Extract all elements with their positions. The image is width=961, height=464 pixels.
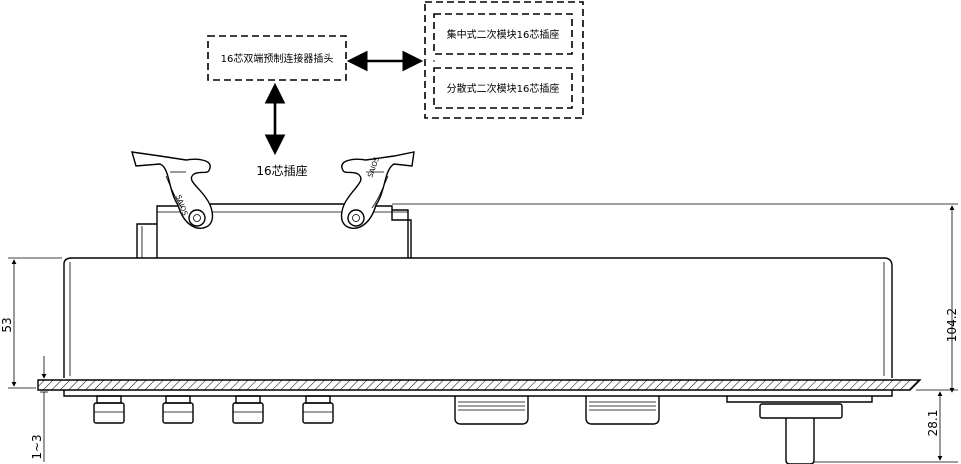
dimension-104-2: 104.2	[392, 203, 959, 393]
dimension-53: 53	[0, 257, 62, 389]
terminal-screws	[93, 395, 334, 424]
dimension-53-label: 53	[0, 317, 14, 332]
module-body	[63, 257, 893, 378]
centralized-socket-label: 集中式二次模块16芯插座	[447, 28, 560, 41]
dimension-104-2-label: 104.2	[945, 308, 959, 342]
terminal-screw	[302, 395, 334, 424]
socket-label: 16芯插座	[256, 163, 307, 178]
bottom-connector-1	[454, 396, 529, 425]
left-latch-lever: SAIOS	[131, 151, 214, 229]
bottom-cover	[63, 390, 893, 397]
terminal-screw	[232, 395, 264, 424]
dimension-28-1-label: 28.1	[926, 410, 940, 437]
dimension-1-3: 1~3	[30, 356, 48, 462]
plug-box: 16芯双端预制连接器插头	[207, 35, 347, 81]
bottom-handle	[726, 396, 873, 464]
bottom-connector-2	[585, 396, 660, 425]
dimension-28-1: 28.1	[814, 389, 958, 463]
right-latch-lever: SAIOS	[340, 151, 415, 229]
module-socket-group: 集中式二次模块16芯插座 分散式二次模块16芯插座	[424, 1, 584, 119]
dimension-1-3-label: 1~3	[30, 434, 44, 459]
distributed-socket-label: 分散式二次模块16芯插座	[447, 82, 560, 95]
terminal-screw	[162, 395, 194, 424]
plug-label: 16芯双端预制连接器插头	[221, 52, 334, 65]
mounting-plate	[37, 379, 922, 391]
terminal-screw	[93, 395, 125, 424]
